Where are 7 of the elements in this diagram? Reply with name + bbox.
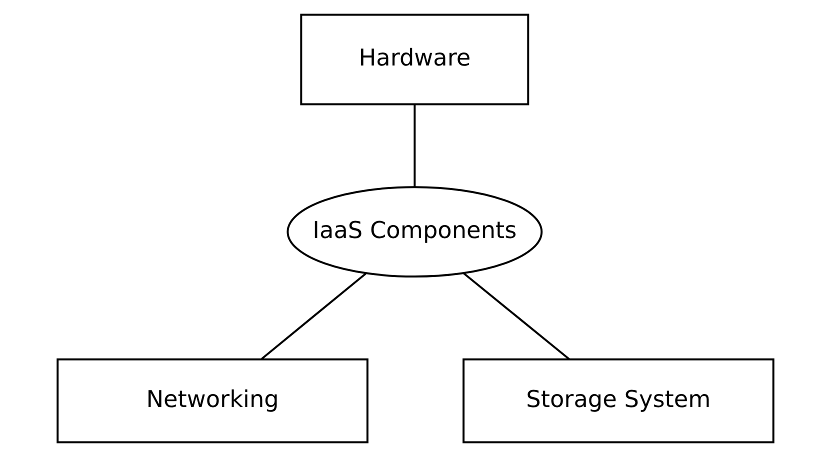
node-box: Networking xyxy=(56,358,368,444)
connector xyxy=(414,104,416,187)
connector xyxy=(261,272,366,360)
node-ellipse: IaaS Components xyxy=(286,186,543,278)
connector xyxy=(462,272,570,360)
node-box: Storage System xyxy=(462,358,774,444)
node-box: Hardware xyxy=(300,14,530,106)
